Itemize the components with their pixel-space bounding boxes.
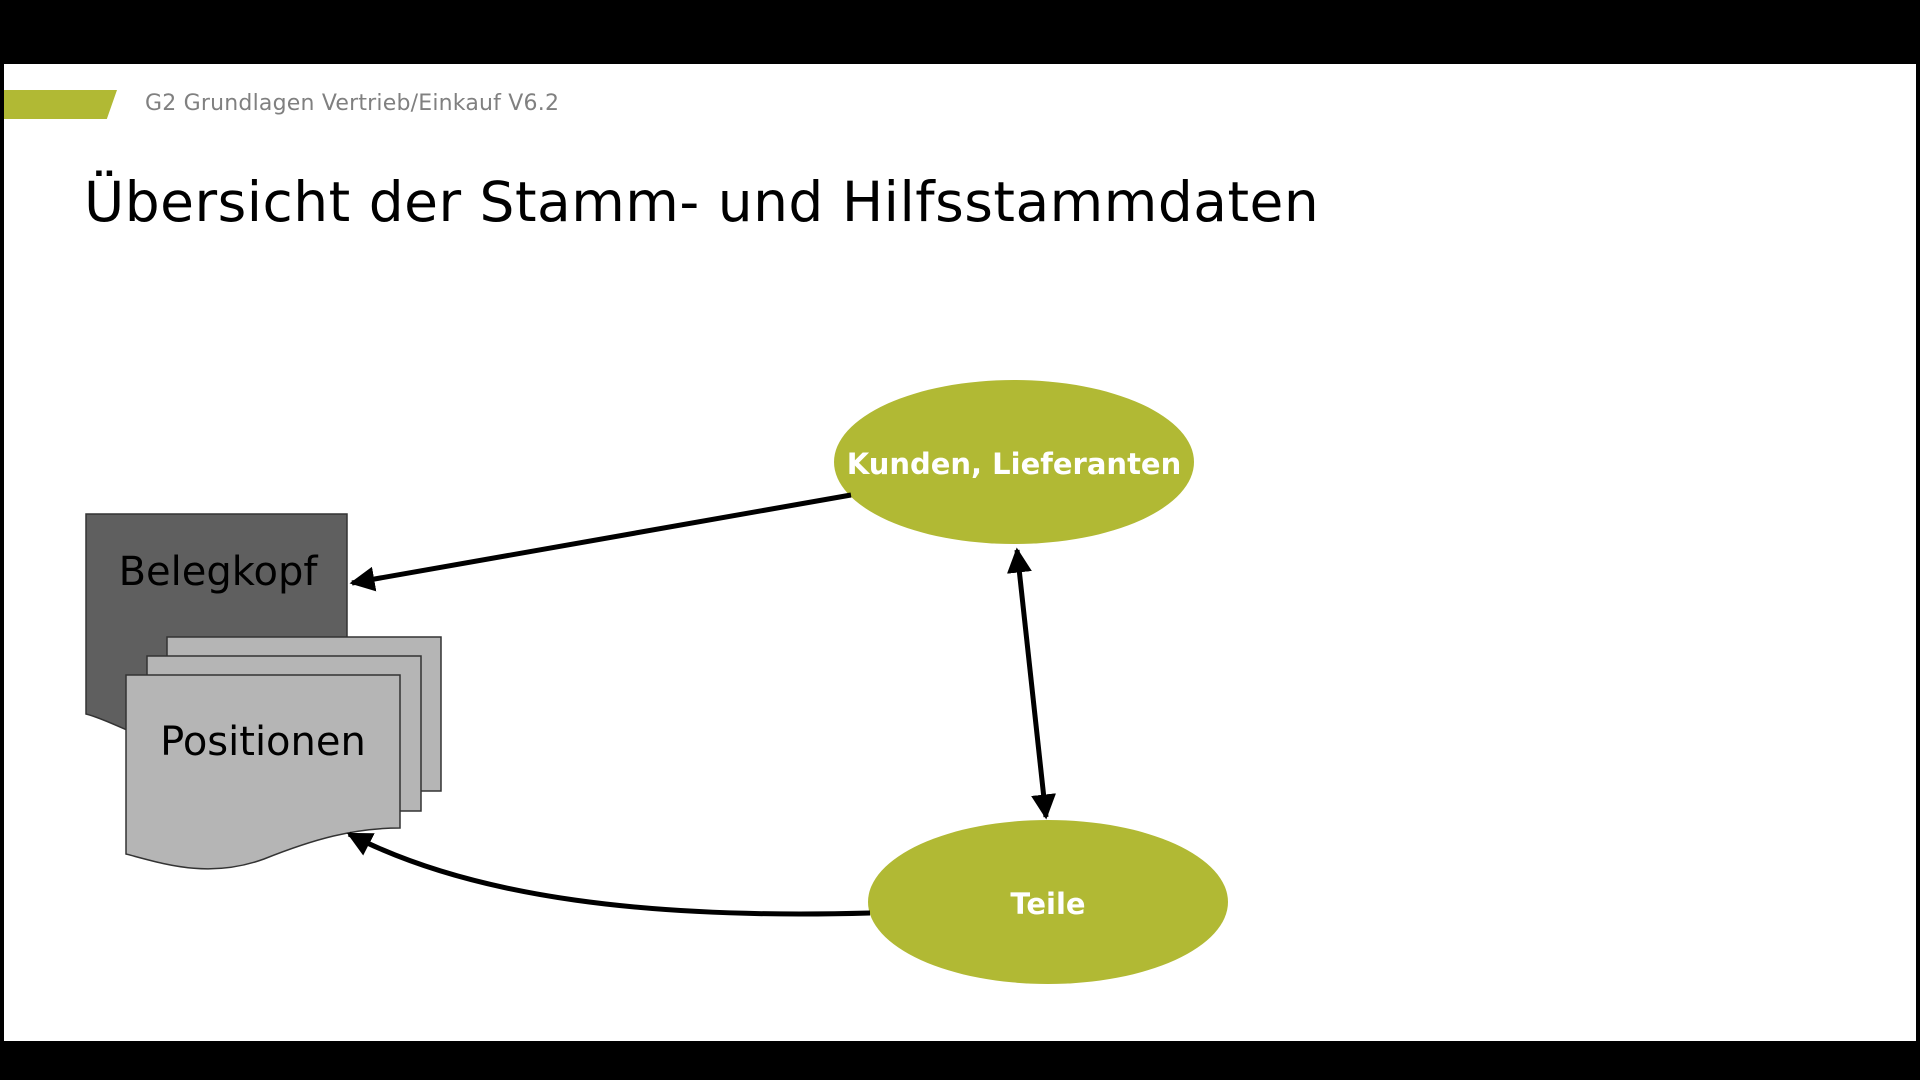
- slide-title: Übersicht der Stamm- und Hilfsstammdaten: [84, 170, 1320, 234]
- header-label: G2 Grundlagen Vertrieb/Einkauf V6.2: [145, 91, 560, 116]
- teile-node: Teile: [868, 820, 1228, 984]
- arrow-kunden-teile-bidirectional: [1007, 547, 1056, 820]
- teile-ellipse: [868, 820, 1228, 984]
- data-relationship-diagram: Belegkopf Positionen Kunden, Lieferanten…: [85, 380, 1228, 984]
- kunden-lieferanten-label: Kunden, Lieferanten: [847, 447, 1182, 481]
- header-accent-bar: [4, 90, 117, 119]
- arrow-kunden-to-belegkopf: [349, 492, 852, 592]
- positionen-label: Positionen: [160, 719, 366, 765]
- teile-label: Teile: [1010, 887, 1085, 921]
- positionen-document-stack: Positionen: [125, 636, 442, 870]
- arrow-teile-to-positionen: [346, 831, 871, 917]
- presentation-slide: G2 Grundlagen Vertrieb/Einkauf V6.2 Über…: [4, 64, 1916, 1041]
- kunden-lieferanten-ellipse: [834, 380, 1194, 544]
- belegkopf-label: Belegkopf: [119, 549, 319, 595]
- positionen-front-page: [125, 674, 401, 870]
- kunden-lieferanten-node: Kunden, Lieferanten: [834, 380, 1194, 544]
